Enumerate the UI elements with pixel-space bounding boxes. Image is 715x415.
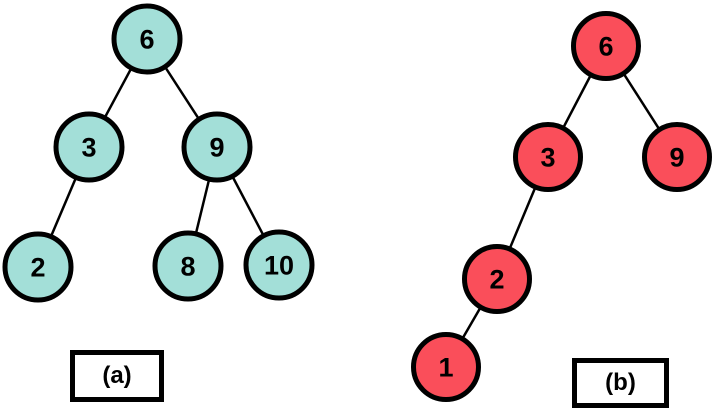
tree-b-node-2 — [462, 244, 532, 314]
tree-b-node-value-3: 3 — [540, 143, 555, 173]
tree-b-node-6 — [571, 11, 641, 81]
caption-box-a: (a) — [70, 350, 164, 402]
tree-b-node-9 — [642, 122, 712, 192]
tree-b-node-value-6: 6 — [598, 32, 613, 62]
tree-a-node-value-2: 2 — [30, 253, 45, 283]
tree-b-node-value-2: 2 — [489, 265, 504, 295]
tree-a-node-value-10: 10 — [264, 251, 294, 281]
tree-b-node-value-9: 9 — [669, 143, 684, 173]
tree-a-node-2 — [2, 231, 74, 303]
caption-box-b: (b) — [572, 358, 669, 408]
tree-a: 6 3 9 2 8 10 — [2, 3, 315, 303]
tree-a-node-6 — [111, 3, 183, 75]
tree-a-node-8 — [152, 230, 224, 302]
tree-a-node-3 — [53, 111, 125, 183]
tree-b: 6 3 9 2 1 — [411, 11, 712, 402]
tree-a-node-value-6: 6 — [139, 25, 154, 55]
tree-a-node-value-9: 9 — [209, 133, 224, 163]
tree-b-node-3 — [513, 122, 583, 192]
tree-a-node-10 — [243, 229, 315, 301]
tree-b-node-1 — [411, 332, 481, 402]
tree-a-node-value-8: 8 — [180, 252, 195, 282]
tree-a-node-value-3: 3 — [81, 133, 96, 163]
tree-a-node-9 — [181, 111, 253, 183]
tree-b-node-value-1: 1 — [438, 353, 453, 383]
